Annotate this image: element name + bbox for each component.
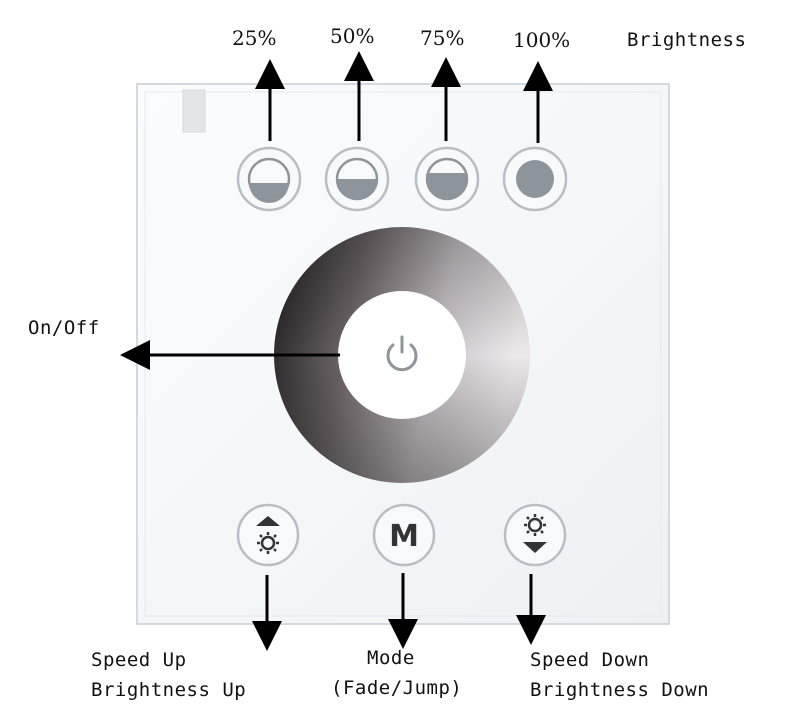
status-led-window xyxy=(182,89,206,133)
label-mode: Mode xyxy=(367,647,415,669)
label-speed-down: Speed Down xyxy=(530,649,650,671)
mode-button[interactable]: M xyxy=(372,503,436,567)
label-25-percent: 25% xyxy=(232,26,277,50)
power-button[interactable] xyxy=(342,295,462,415)
brightness-100-icon xyxy=(516,160,554,198)
speed-up-button[interactable] xyxy=(236,503,300,567)
label-on-off: On/Off xyxy=(28,317,100,339)
label-speed-up: Speed Up xyxy=(91,649,187,671)
label-100-percent: 100% xyxy=(513,28,571,52)
label-50-percent: 50% xyxy=(330,24,375,48)
mode-icon: M xyxy=(389,519,419,554)
gear-icon xyxy=(524,514,546,536)
label-brightness: Brightness xyxy=(627,29,747,51)
label-brightness-down: Brightness Down xyxy=(530,679,710,701)
brightness-75-button[interactable] xyxy=(414,146,480,212)
brightness-100-button[interactable] xyxy=(502,146,568,212)
label-75-percent: 75% xyxy=(420,26,465,50)
brightness-25-button[interactable] xyxy=(236,146,302,212)
label-brightness-up: Brightness Up xyxy=(91,679,247,701)
power-icon xyxy=(386,335,418,372)
callout-arrows xyxy=(120,51,553,651)
brightness-50-button[interactable] xyxy=(324,146,390,212)
speed-down-button[interactable] xyxy=(503,503,567,567)
arrow-down-icon xyxy=(523,542,547,553)
gear-icon xyxy=(257,532,279,554)
arrow-up-icon xyxy=(256,516,280,526)
label-fade-jump: (Fade/Jump) xyxy=(331,677,463,699)
